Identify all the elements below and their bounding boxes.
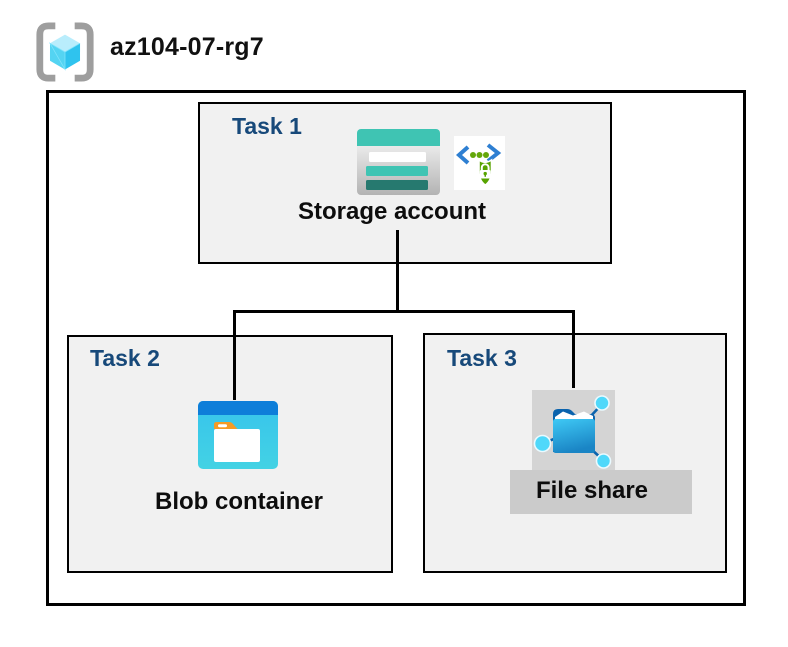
- connector-horizontal: [233, 310, 575, 313]
- blob-container-label: Blob container: [154, 488, 323, 515]
- task3-label: Task 3: [447, 345, 517, 371]
- file-share-icon-highlight: [532, 390, 615, 470]
- task2-label: Task 2: [90, 345, 160, 371]
- task1-label: Task 1: [232, 113, 302, 139]
- blob-container-icon: [198, 401, 278, 474]
- task2-box: Task 2 Blob container: [67, 335, 393, 573]
- storage-account-icon: [357, 129, 440, 200]
- secure-access-icon: [454, 136, 505, 195]
- page-title: az104-07-rg7: [110, 33, 264, 61]
- connector-to-blob: [233, 310, 236, 400]
- task3-box: Task 3: [423, 333, 727, 573]
- file-share-icon: [532, 395, 615, 474]
- resource-group-icon: [34, 21, 96, 83]
- storage-account-label: Storage account: [297, 198, 487, 225]
- file-share-label-highlight: File share: [510, 470, 692, 514]
- task1-box: Task 1: [198, 102, 612, 264]
- connector-to-fileshare: [572, 310, 575, 388]
- connector-storage-trunk: [396, 230, 399, 312]
- file-share-label: File share: [535, 477, 649, 504]
